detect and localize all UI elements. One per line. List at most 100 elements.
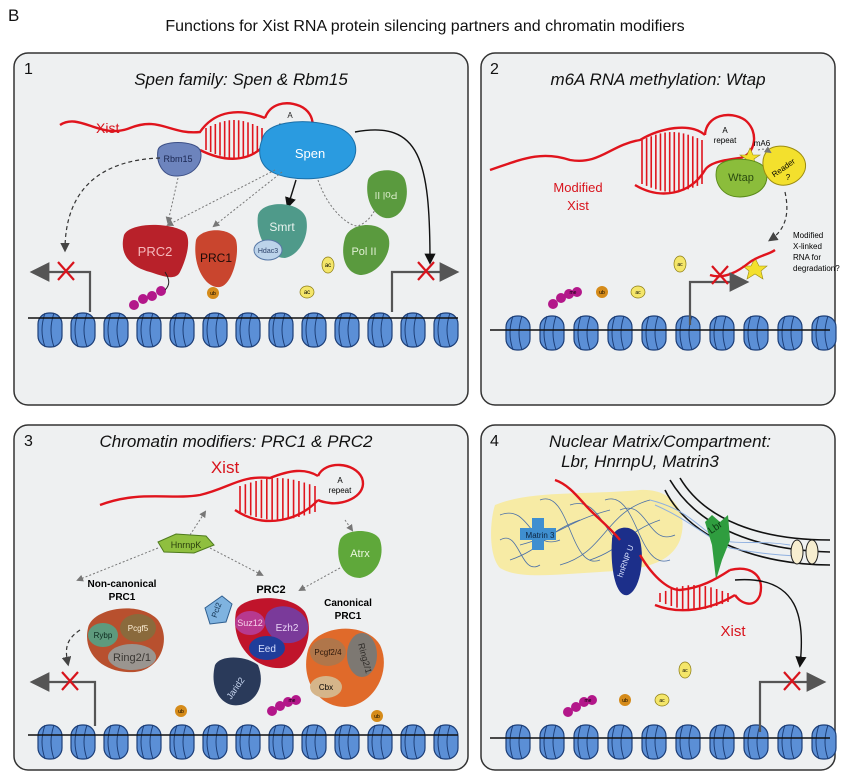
ac-mark-p2-b-text: ac — [677, 262, 683, 268]
nucleosome — [573, 724, 599, 760]
ub-mark-p3-b-text: ub — [374, 714, 380, 720]
nucleosome-array-3 — [37, 724, 459, 760]
nucleosome — [400, 312, 426, 348]
nucleosome — [37, 724, 63, 760]
nuclear-matrix — [491, 489, 683, 576]
prc2-complex: Pcl2 Suz12 Ezh2 Eed Jarid2 — [204, 595, 309, 706]
repeat-a-label-p2: A — [722, 126, 728, 135]
matrin3-protein — [520, 518, 556, 550]
xist-silencing-arrow-p4 — [734, 579, 807, 668]
spen-to-smrt-arrow — [285, 179, 297, 209]
nucleosome — [103, 312, 129, 348]
nucleosome — [268, 312, 294, 348]
xist-label: Xist — [96, 120, 119, 136]
ac-mark-p2-b: ac — [673, 255, 687, 273]
ub-mark-p4: ub — [619, 694, 631, 706]
degradation-note-1: Modified — [793, 231, 823, 240]
ac-mark-1: ac — [299, 285, 315, 299]
hnrnpk-label: HnrnpK — [171, 540, 202, 550]
nucleosome — [641, 724, 667, 760]
tss-arrow-p3 — [29, 672, 97, 726]
suz12-label: Suz12 — [237, 618, 263, 628]
ub-mark-1: ub — [207, 287, 219, 299]
prc1-protein — [195, 230, 238, 288]
ac-mark-p4-text: ac — [659, 698, 665, 704]
canonical-prc1-complex: Pcgf2/4 Ring2/1 Cbx — [306, 628, 384, 707]
ezh2-label: Ezh2 — [276, 623, 299, 634]
panel-3-title: Chromatin modifiers: PRC1 & PRC2 — [99, 432, 373, 451]
me-chain-mark-p2: me — [548, 287, 582, 309]
degraded-xist-fragment — [709, 248, 776, 278]
figure-letter: B — [8, 6, 20, 25]
ac-mark-1-text: ac — [304, 290, 310, 296]
tss-arrow-right — [390, 262, 460, 312]
eed-protein — [249, 636, 285, 660]
atrx-label: Atrx — [350, 548, 370, 560]
degradation-note-2: X-linked — [793, 242, 822, 251]
degradation-note-4: degradation? — [793, 264, 840, 273]
ub-mark-p2: ub — [596, 286, 608, 298]
nucleosome — [136, 724, 162, 760]
smrt-label: Smrt — [269, 220, 295, 234]
tss-arrow-left — [29, 262, 92, 312]
modified-xist-rna — [489, 113, 756, 195]
nucleosome — [367, 312, 393, 348]
nucleosome — [136, 312, 162, 348]
ac-mark-p2-text: ac — [635, 290, 641, 296]
cbx-label: Cbx — [319, 683, 333, 692]
reader-protein — [762, 145, 806, 186]
repeat-a-label-p2-2: repeat — [714, 136, 737, 145]
rybp-protein — [88, 623, 118, 647]
nucleosome — [235, 312, 261, 348]
nucleosome-array-2 — [505, 315, 837, 351]
xist-label-p3: Xist — [211, 458, 240, 477]
panel-4-number: 4 — [490, 433, 499, 450]
xist-rna-p3 — [99, 463, 365, 523]
me-mark-p4-text: me — [585, 698, 592, 704]
nucleosome — [202, 724, 228, 760]
repeat-a-label-p3: A — [337, 476, 343, 485]
degradation-note-3: RNA for — [793, 253, 821, 262]
pol2-protein — [343, 224, 390, 275]
noncanonical-prc1-complex: Rybp Pcgf5 Ring2/1 — [87, 608, 164, 673]
nucleosome — [169, 312, 195, 348]
ac-mark-p4: ac — [654, 693, 670, 707]
ub-mark-p3: ub — [175, 705, 187, 717]
nucleosome — [811, 315, 837, 351]
pcgf5-label: Pcgf5 — [128, 624, 149, 633]
pcgf24-label: Pcgf2/4 — [314, 648, 342, 657]
nucleosome-array-4 — [505, 724, 837, 760]
nucleosome — [301, 312, 327, 348]
nucleosome — [675, 315, 701, 351]
nucleosome — [539, 724, 565, 760]
nucleosome — [641, 315, 667, 351]
pol2-protein-flipped — [367, 170, 407, 219]
prc2-complex-label: PRC2 — [256, 584, 285, 596]
hnrnpu-protein — [611, 527, 642, 596]
nucleosome — [301, 724, 327, 760]
panel-3: 3 Chromatin modifiers: PRC1 & PRC2 Xist … — [13, 424, 469, 771]
prc2-label: PRC2 — [138, 244, 173, 259]
ac-mark-p2: ac — [630, 285, 646, 299]
ring21-label: Ring2/1 — [113, 652, 151, 664]
hnrnpk-protein — [157, 533, 215, 554]
nucleosome — [709, 315, 735, 351]
noncanonical-label-1: Non-canonical — [88, 579, 157, 590]
rbm15-protein — [157, 142, 202, 177]
atrx-protein — [338, 531, 382, 578]
noncanonical-label-2: PRC1 — [109, 592, 136, 603]
nuclear-pore-left — [790, 539, 804, 565]
xist-label-p4: Xist — [720, 623, 746, 640]
repeat-a-label: A — [287, 111, 293, 120]
nucleosome — [169, 724, 195, 760]
figure-title: Functions for Xist RNA protein silencing… — [165, 18, 685, 35]
nucleosome — [709, 724, 735, 760]
nucleosome — [811, 724, 837, 760]
repression-x-p4 — [783, 671, 801, 691]
spen-to-prc1-arrow — [212, 171, 283, 228]
nucleosome — [37, 312, 63, 348]
nucleosome — [743, 315, 769, 351]
me-mark-p2-text: me — [570, 290, 577, 296]
panel-4-frame — [480, 424, 836, 771]
panel-3-number: 3 — [24, 433, 33, 450]
